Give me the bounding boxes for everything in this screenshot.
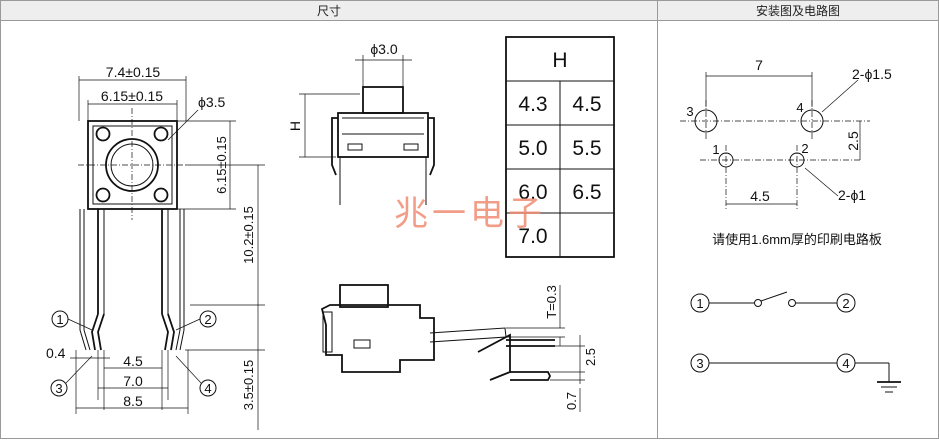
- pcb-hole-4: [800, 109, 824, 133]
- front-pin-markers: [50, 310, 217, 397]
- front-pin-1: 1: [56, 312, 63, 327]
- lead-view-dimension-lines: [506, 285, 585, 412]
- pcb-hole-3: [694, 109, 718, 133]
- front-height-dim: 6.15±0.15: [214, 136, 229, 194]
- side-view-body: [331, 86, 435, 205]
- lead-view: [320, 284, 555, 381]
- height-cell: 4.3: [518, 93, 547, 116]
- lead-thickness-dim: T=0.3: [544, 285, 559, 319]
- pcb-pin-1: 1: [712, 142, 719, 157]
- pcb-note: 请使用1.6mm厚的印刷电路板: [712, 232, 882, 247]
- pcb-hole-2: [789, 152, 805, 168]
- front-inner-width-dim: 6.15±0.15: [101, 88, 163, 104]
- pcb-pin-3: 3: [686, 104, 693, 119]
- switch-terminal-2: 2: [842, 296, 849, 311]
- front-lead-width-dim: 0.4: [46, 345, 66, 361]
- switch-terminal-1: 1: [696, 296, 703, 311]
- front-overall-dim: 8.5: [123, 393, 143, 409]
- ground-circuit: [690, 353, 890, 382]
- pcb-span-dim: 7: [755, 57, 763, 73]
- front-pitch-dim: 4.5: [123, 353, 143, 369]
- pcb-spacing-dim: 2.5: [845, 131, 861, 151]
- pcb-large-hole-dim: 2-ϕ1.5: [852, 66, 892, 82]
- height-cell: 6.0: [518, 181, 547, 204]
- mounting-header: 安装图及电路图: [756, 3, 840, 18]
- height-cell: 6.5: [572, 181, 601, 204]
- ground-icon: [877, 381, 901, 393]
- height-cell: 7.0: [518, 225, 547, 248]
- pcb-pin-4: 4: [796, 100, 803, 115]
- side-view-dimension-lines: [299, 55, 412, 158]
- lead-width-dim: 0.7: [564, 392, 579, 410]
- pcb-layout: [680, 72, 870, 210]
- front-width-dim: 7.4±0.15: [106, 64, 161, 80]
- pcb-hole-1: [718, 152, 734, 168]
- pcb-small-hole-dim: 2-ϕ1: [838, 187, 866, 203]
- pcb-pitch-dim: 4.5: [750, 188, 770, 204]
- front-actuator-dim: ϕ3.5: [198, 94, 226, 110]
- front-pin-2: 2: [204, 312, 211, 327]
- height-cell: 5.0: [518, 137, 547, 160]
- side-actuator-dim: ϕ3.0: [370, 41, 398, 57]
- height-table-header: H: [552, 49, 567, 72]
- switch-circuit: [690, 291, 856, 313]
- height-cell: 4.5: [572, 93, 601, 116]
- height-table: [505, 36, 615, 258]
- dimensions-header: 尺寸: [317, 4, 341, 18]
- pcb-pin-2: 2: [801, 141, 808, 156]
- height-cell: 5.5: [572, 137, 601, 160]
- front-pin-span-dim: 7.0: [123, 373, 143, 389]
- side-height-dim: H: [287, 121, 303, 131]
- watermark: 兆一电子: [394, 194, 546, 234]
- front-view-leads: [79, 209, 185, 351]
- lead-length-dim: 2.5: [583, 348, 598, 366]
- front-view-body: [78, 108, 188, 220]
- front-lead-length-dim: 10.2±0.15: [241, 206, 256, 264]
- front-view-dimension-lines: [70, 76, 265, 430]
- front-pin-4: 4: [204, 381, 211, 396]
- front-standoff-dim: 3.5±0.15: [241, 360, 256, 411]
- ground-terminal-4: 4: [842, 356, 849, 371]
- ground-terminal-3: 3: [696, 356, 703, 371]
- front-pin-3: 3: [55, 381, 62, 396]
